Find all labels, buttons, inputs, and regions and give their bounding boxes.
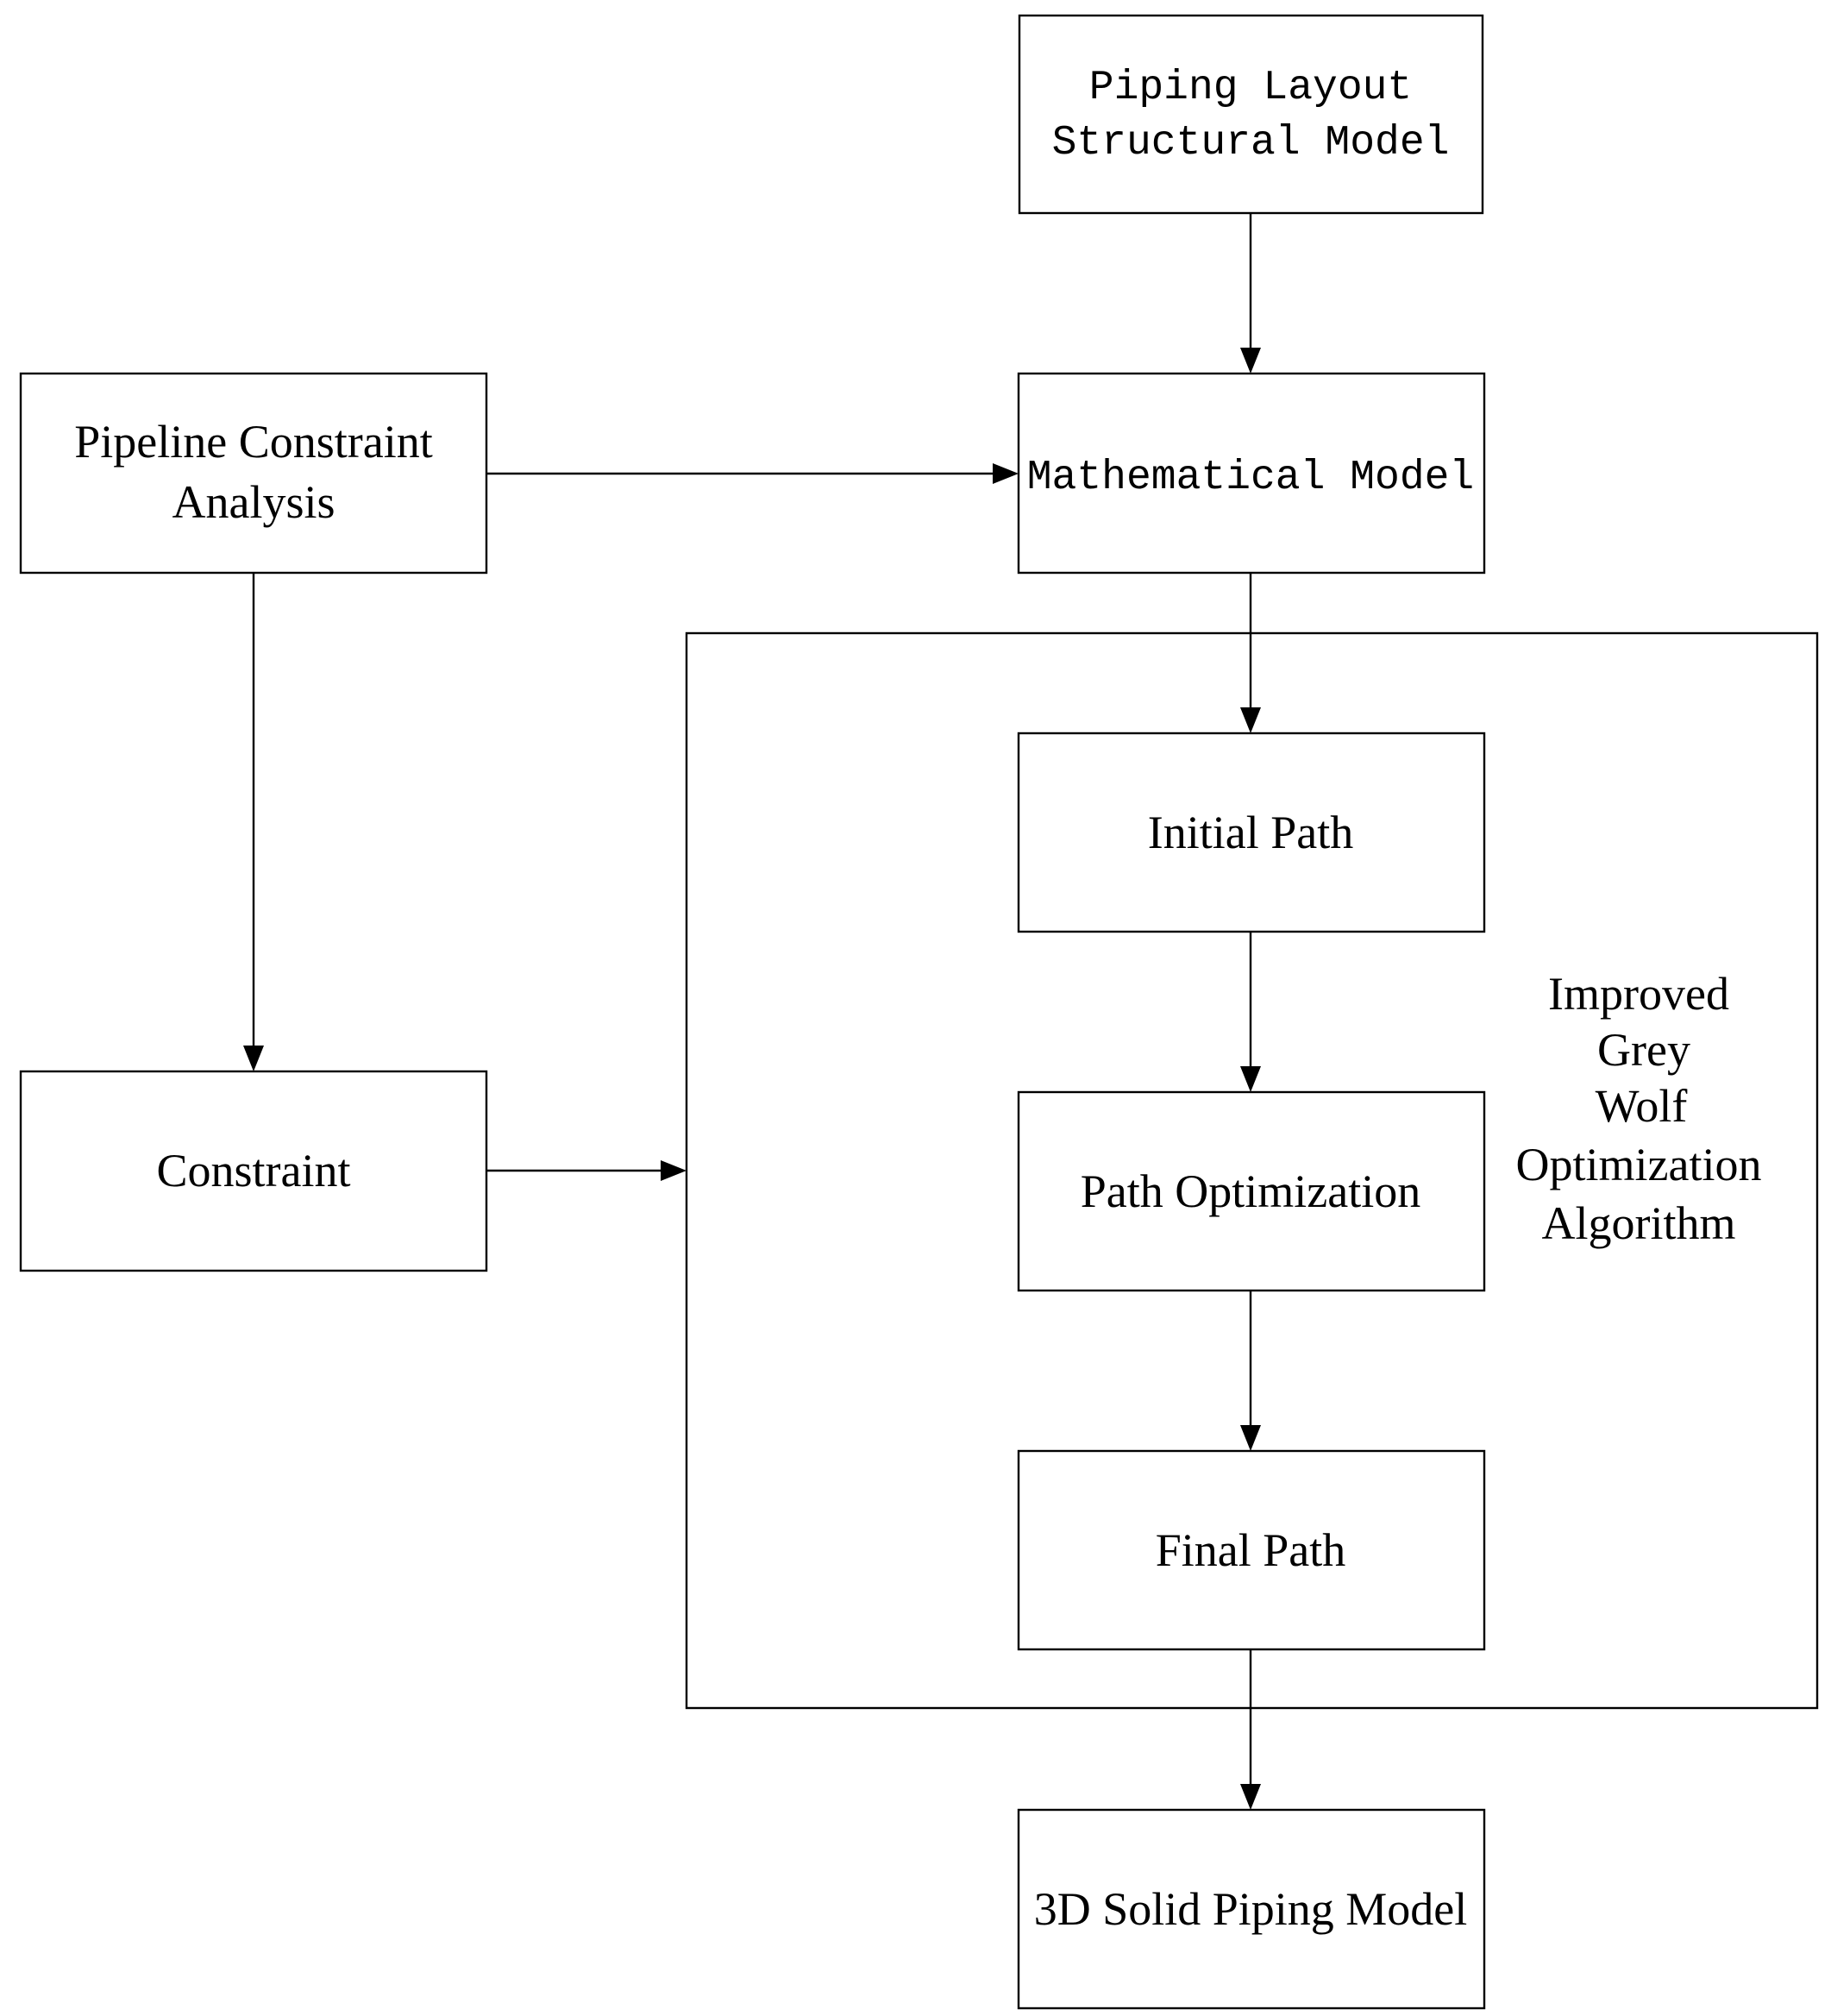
node-mathematical-model: Mathematical Model [1017,372,1486,575]
solid-model-box [1017,1808,1486,2010]
edge-analysis-to-constraint [243,573,264,1071]
edge-constraint-to-algorithm [486,1160,687,1181]
piping-layout-label-line1: Piping Layout [1089,65,1412,111]
group-label-line4: Optimization [1516,1139,1762,1190]
group-label-line5: Algorithm [1542,1197,1736,1249]
arrowhead [1240,1066,1261,1092]
arrowhead [661,1160,687,1181]
arrowhead [993,463,1019,484]
arrowhead [1240,707,1261,733]
constraint-box [19,1070,488,1272]
arrowhead [1240,1784,1261,1810]
path-optimization-label: Path Optimization [1081,1165,1420,1217]
node-piping-layout-structural-model: Piping Layout Structural Model [1018,14,1484,215]
node-initial-path: Initial Path [1017,732,1486,933]
piping-layout-label-line2: Structural Model [1052,120,1450,166]
constraint-label: Constraint [157,1145,351,1196]
group-label-line1: Improved [1548,968,1729,1020]
piping-layout-box [1018,14,1484,215]
mathematical-model-box [1017,372,1486,575]
path-optimization-box [1017,1090,1486,1292]
pipeline-constraint-analysis-label-line2: Analysis [172,476,335,528]
edge-optimization-to-final [1240,1291,1261,1451]
arrowhead [1240,348,1261,374]
solid-model-label: 3D Solid Piping Model [1034,1883,1468,1935]
initial-path-label: Initial Path [1148,807,1353,858]
edge-piping-to-mathematical [1240,213,1261,374]
group-label-line3: Wolf [1596,1080,1688,1132]
edge-analysis-to-mathematical [486,463,1019,484]
pipeline-constraint-analysis-label-line1: Pipeline Constraint [74,416,432,468]
node-3d-solid-piping-model: 3D Solid Piping Model [1017,1808,1486,2010]
edge-mathematical-to-initial [1240,573,1261,733]
group-label-line2: Grey [1597,1024,1690,1076]
edge-final-to-solid-model [1240,1649,1261,1810]
algorithm-group-label: Improved Grey Wolf Optimization Algorith… [1516,968,1762,1249]
node-pipeline-constraint-analysis: Pipeline Constraint Analysis [19,372,488,575]
arrowhead [1240,1425,1261,1451]
edge-initial-to-optimization [1240,932,1261,1092]
final-path-label: Final Path [1156,1524,1346,1576]
pipeline-constraint-analysis-box [19,372,488,575]
node-constraint: Constraint [19,1070,488,1272]
node-final-path: Final Path [1017,1449,1486,1651]
initial-path-box [1017,732,1486,933]
arrowhead [243,1046,264,1071]
node-path-optimization: Path Optimization [1017,1090,1486,1292]
mathematical-model-label: Mathematical Model [1027,455,1474,501]
